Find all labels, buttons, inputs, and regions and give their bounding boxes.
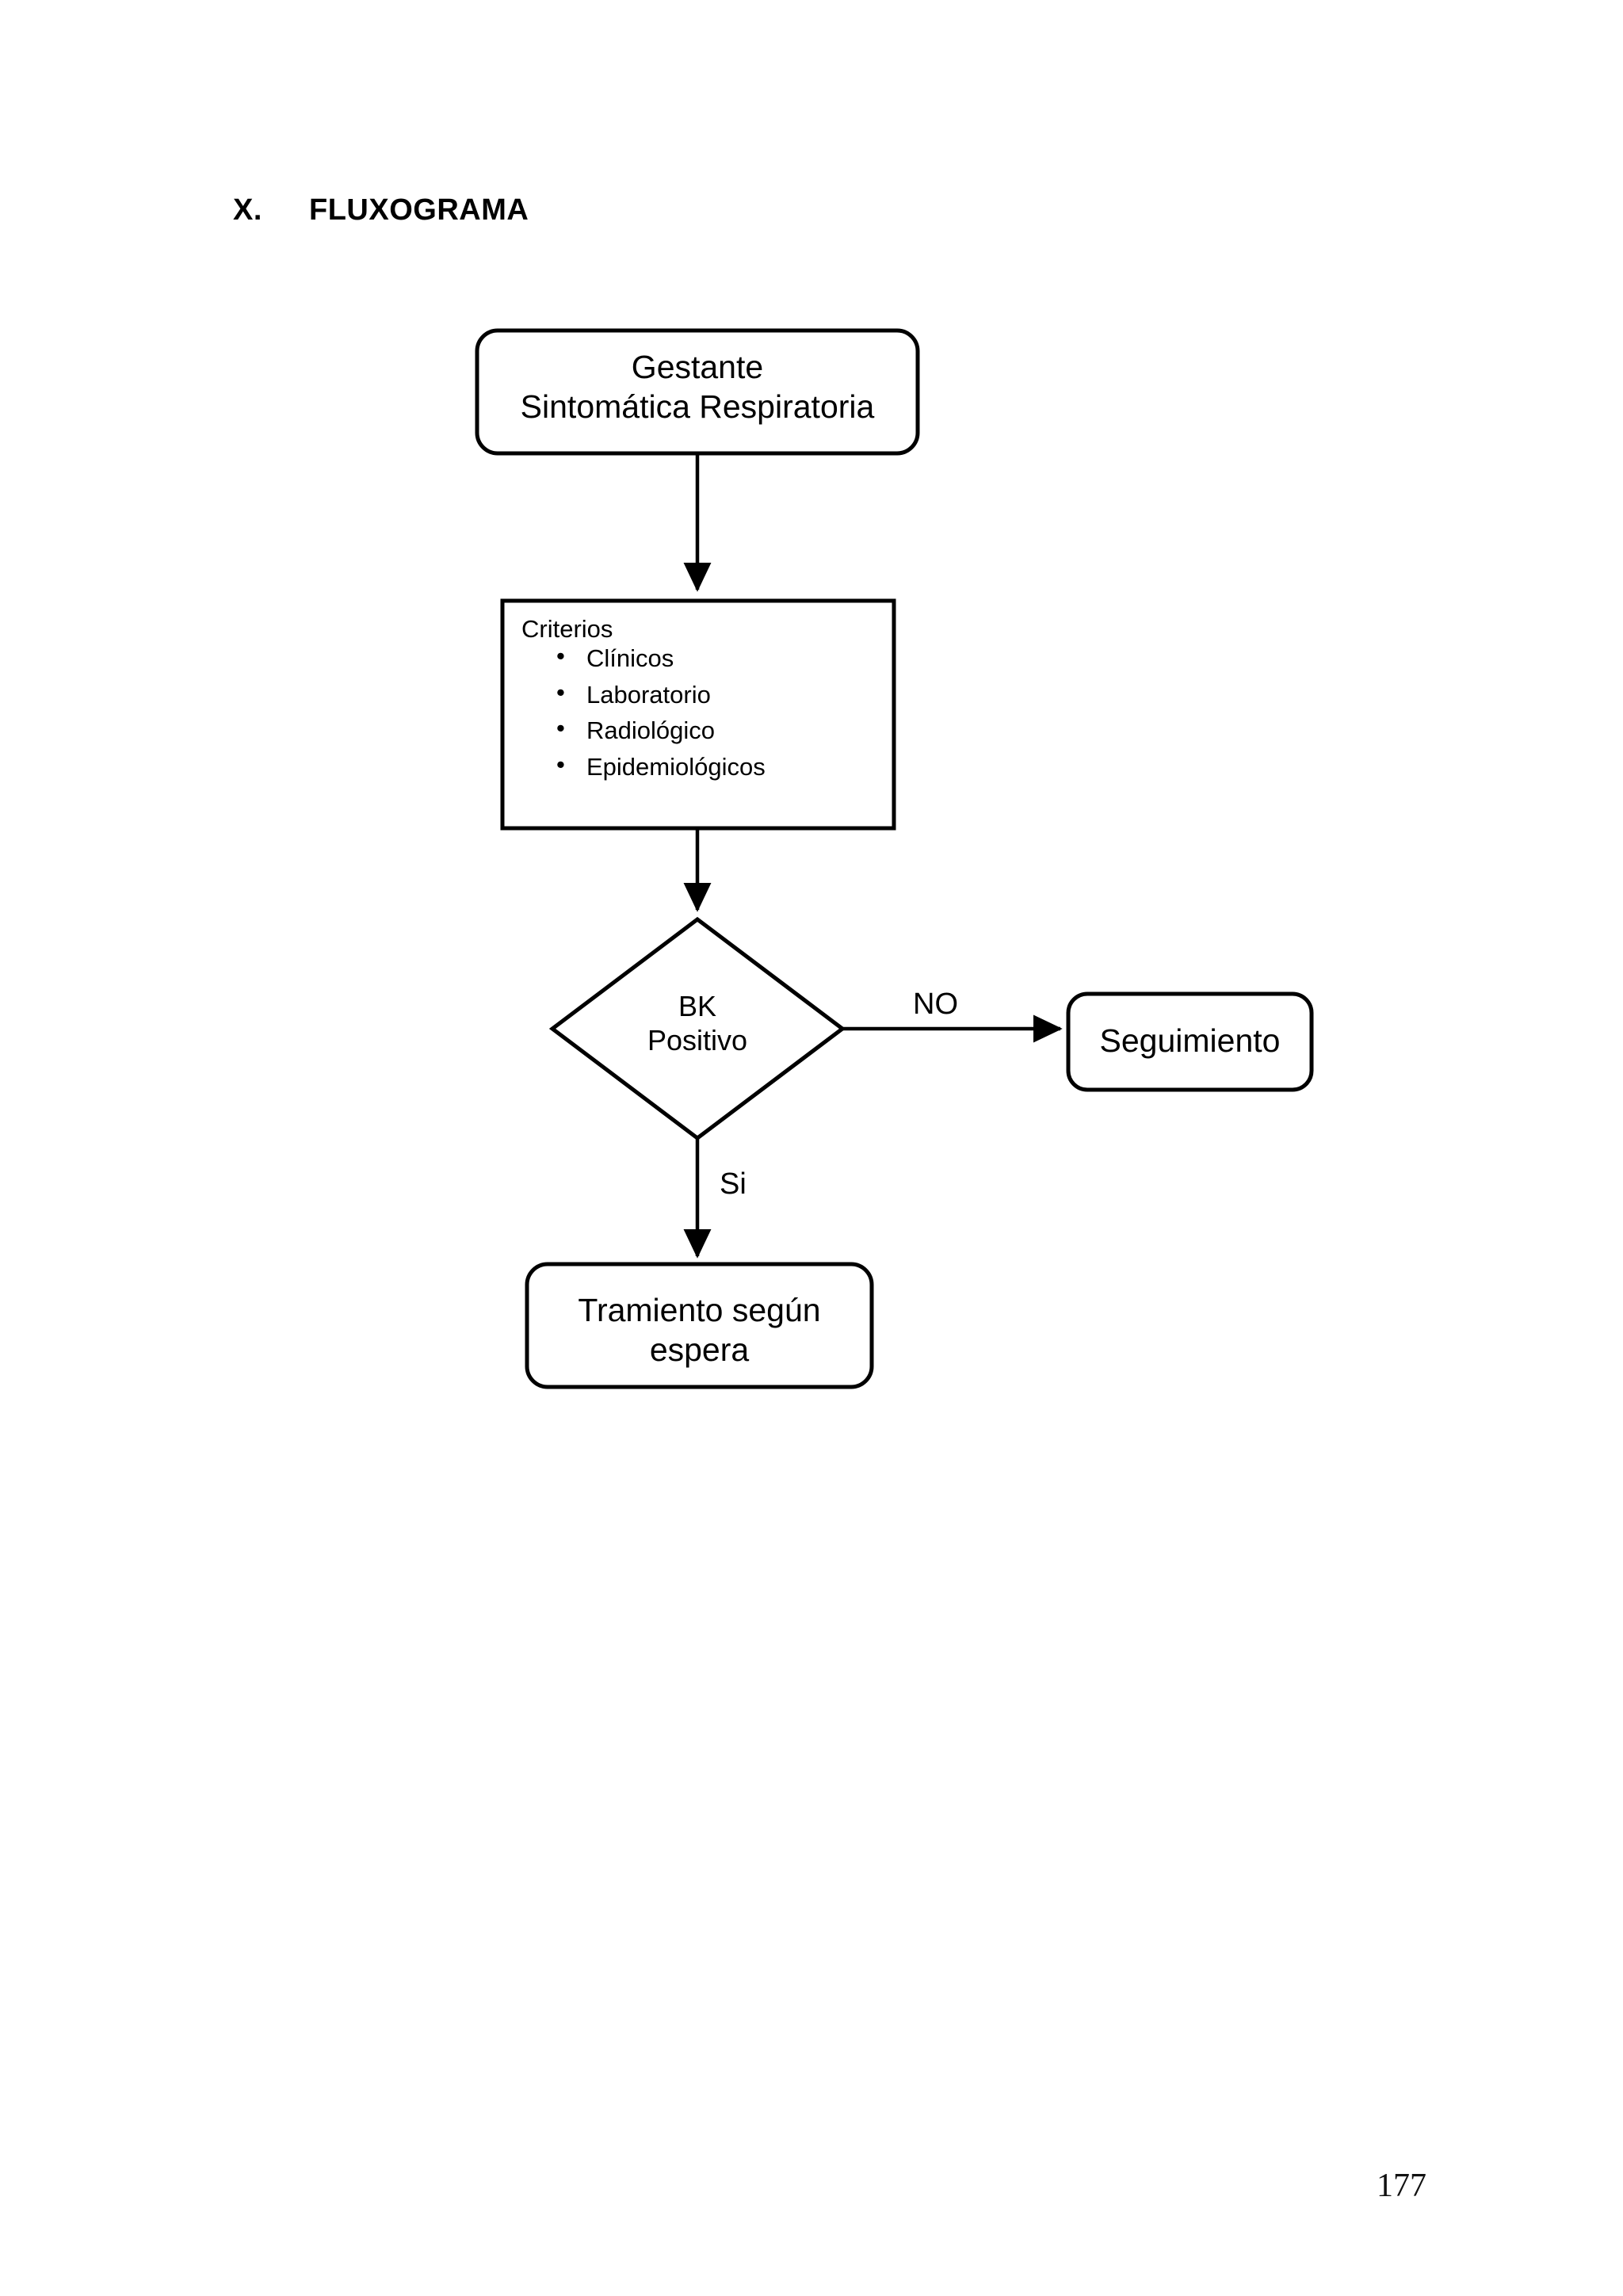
criteria-list-item: Laboratorio (556, 680, 886, 709)
criteria-list-item: Epidemiológicos (556, 752, 886, 781)
criteria-list-item: Clínicos (556, 644, 886, 672)
node-treatment-shape (525, 1262, 874, 1389)
node-criteria-content: Criterios Clínicos Laboratorio Radiológi… (521, 617, 886, 790)
criteria-title: Criterios (521, 615, 613, 643)
node-start-shape (475, 328, 920, 456)
page-number: 177 (1377, 2168, 1426, 2204)
criteria-list-item: Radiológico (556, 716, 886, 744)
section-heading: X. FLUXOGRAMA (233, 193, 529, 227)
node-decision-shape (548, 916, 846, 1141)
node-followup-shape (1066, 991, 1314, 1092)
section-number: X. (233, 193, 262, 227)
criteria-list: Clínicos Laboratorio Radiológico Epidemi… (521, 644, 886, 781)
page-title: FLUXOGRAMA (309, 193, 529, 227)
